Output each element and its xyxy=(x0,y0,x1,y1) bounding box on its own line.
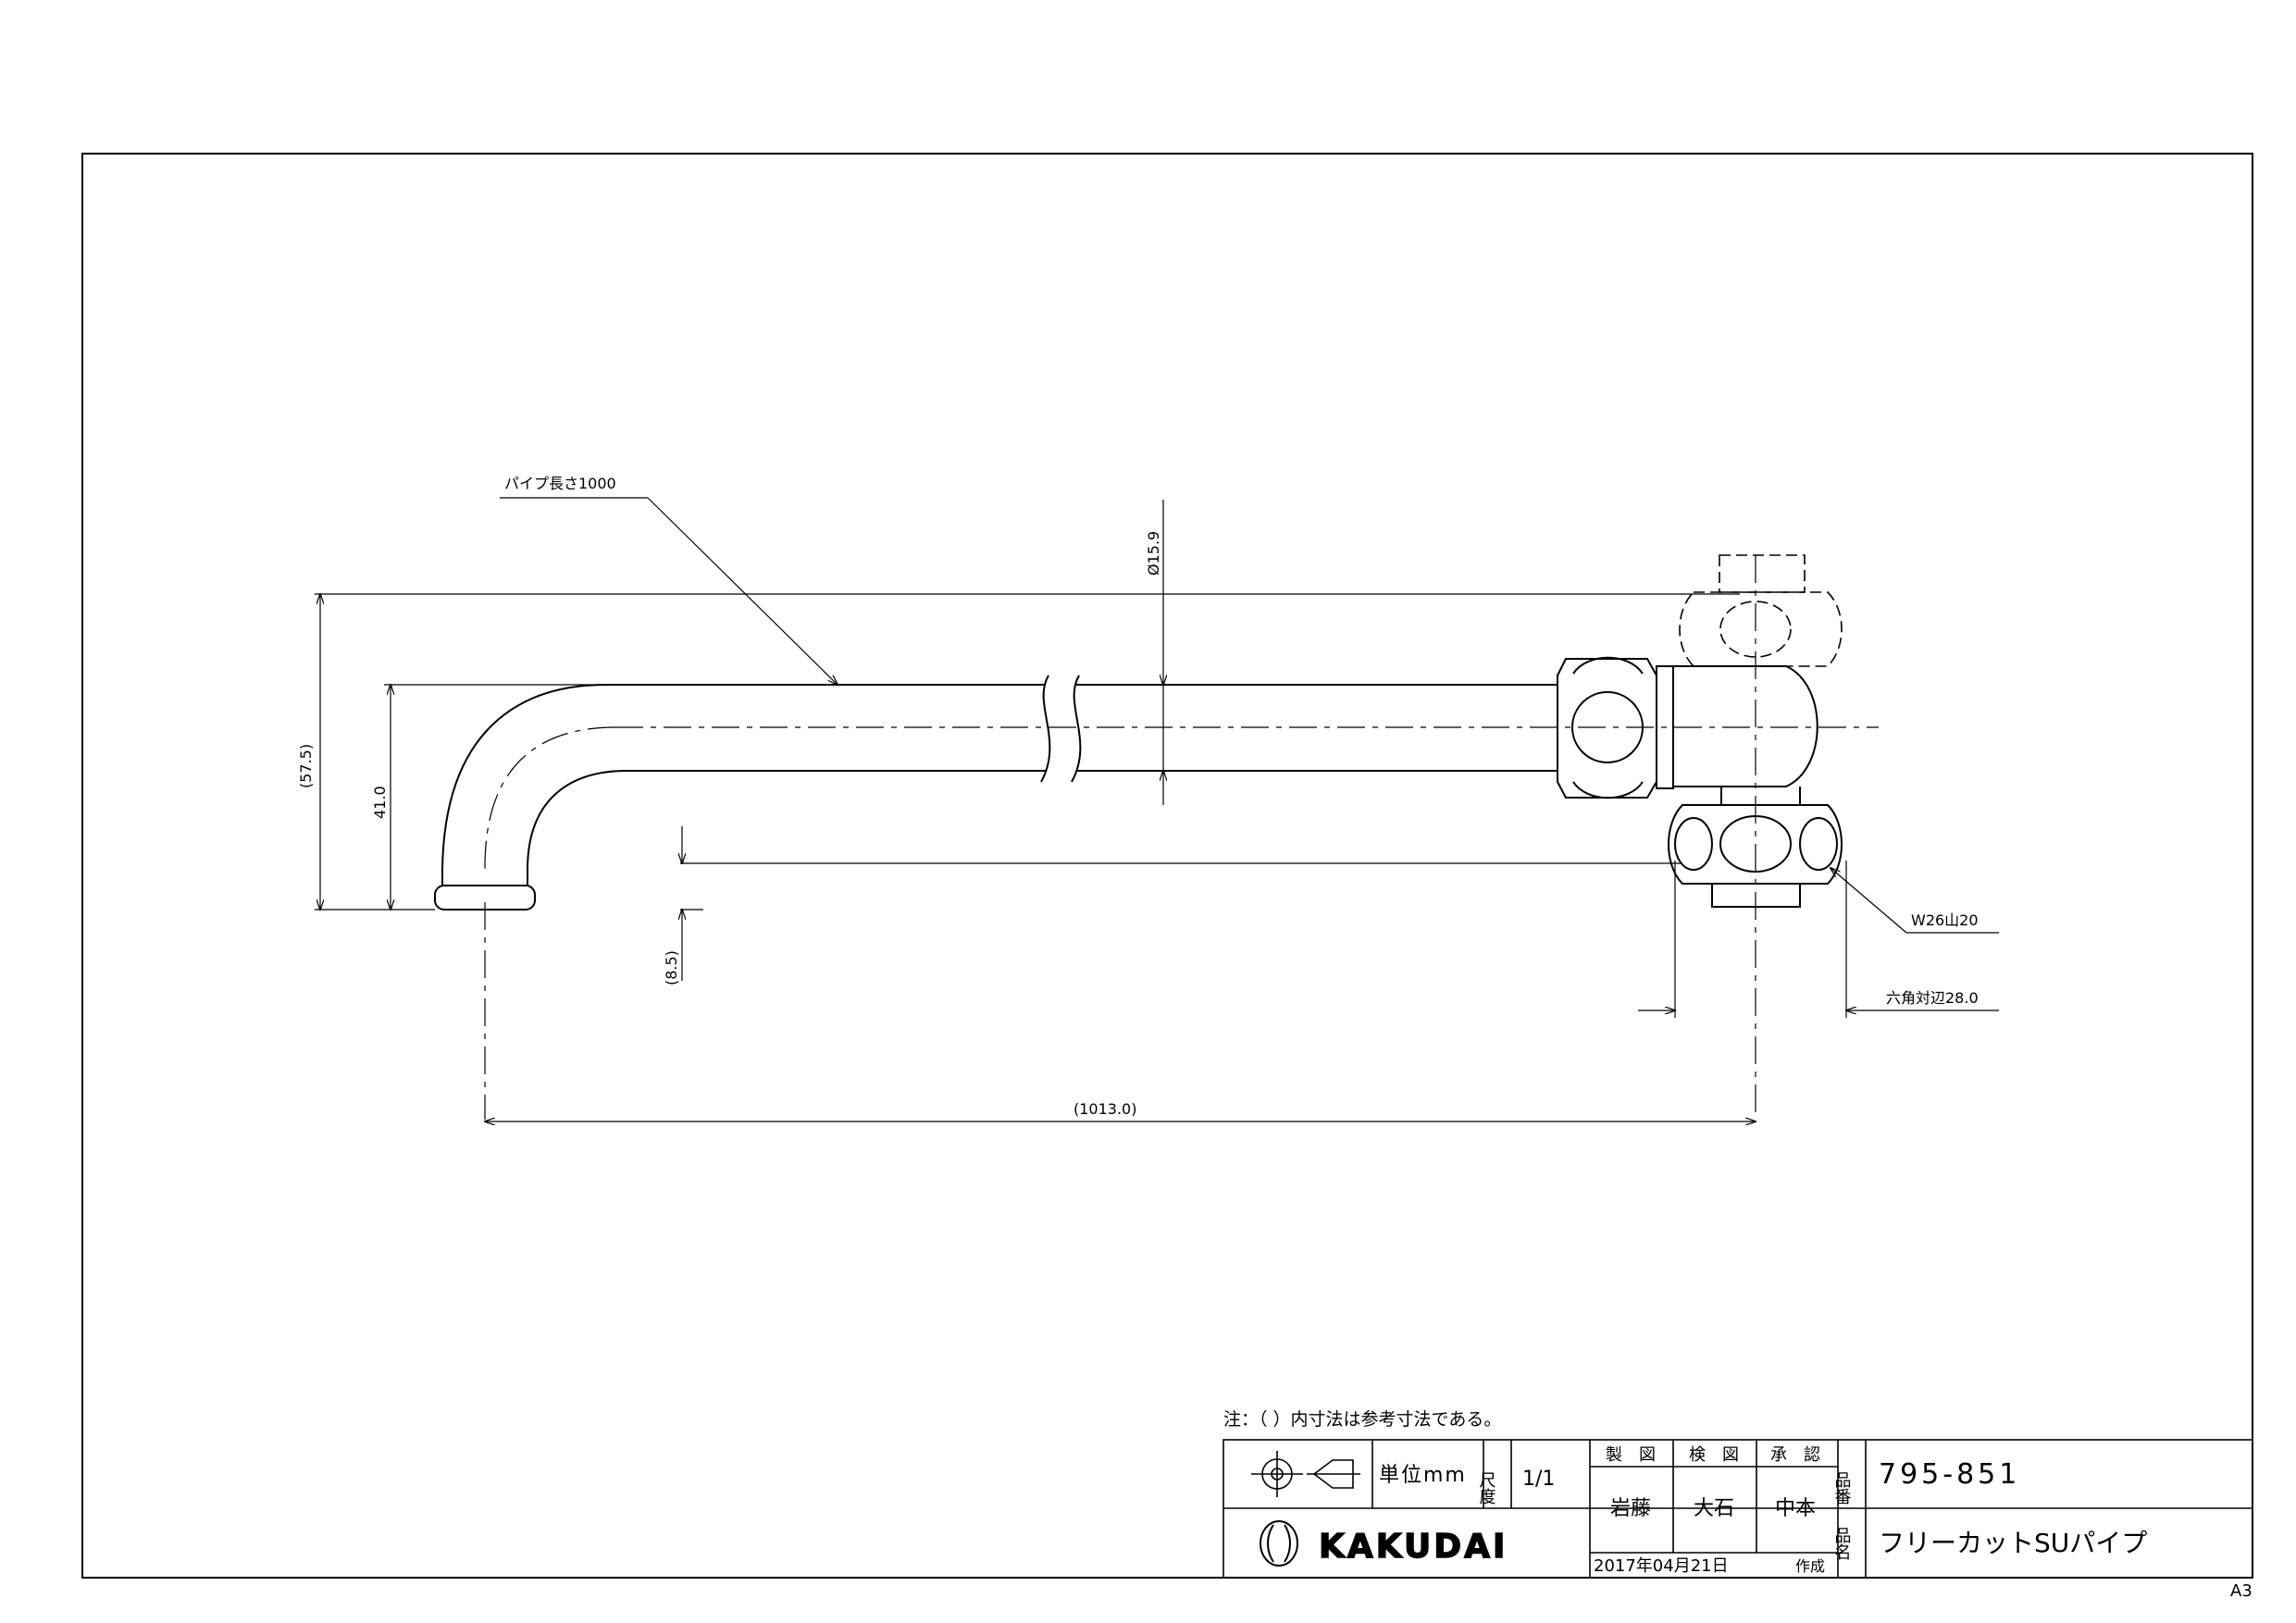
part-no-value: 795-851 xyxy=(1879,1458,2020,1491)
hex-label: 六角対辺28.0 xyxy=(1886,989,1979,1007)
approved-label: 承 認 xyxy=(1770,1445,1820,1465)
valve-neck xyxy=(1720,787,1801,805)
lower-nut-oval-left xyxy=(1674,817,1713,871)
part-name-label: 品名 xyxy=(1832,1527,1852,1560)
pipe-length-label: パイプ長さ1000 xyxy=(504,475,616,492)
thread-label: W26山20 xyxy=(1911,911,1979,929)
height-outer-label: (57.5) xyxy=(297,744,315,788)
elbow-outer xyxy=(441,684,607,871)
nut-lobe-top xyxy=(1572,656,1644,675)
offset-label: (8.5) xyxy=(663,950,680,985)
nut-circle-center xyxy=(1571,691,1644,763)
part-name-value: フリーカットSUパイプ xyxy=(1879,1528,2147,1558)
lower-nut-oval-right xyxy=(1799,817,1838,871)
pipe-drawing xyxy=(434,675,1558,911)
created-date: 2017年04月21日 xyxy=(1594,1556,1729,1576)
created-label: 作成 xyxy=(1795,1557,1825,1575)
dimension-lines xyxy=(315,497,1999,1121)
valve-body xyxy=(1672,665,1818,787)
title-block xyxy=(1222,1439,2253,1579)
checked-label: 検 図 xyxy=(1689,1445,1739,1465)
sheet-border xyxy=(81,153,2253,1579)
fitting-assembly xyxy=(1557,656,1843,908)
sheet-size: A3 xyxy=(2230,1581,2253,1601)
approver-name: 中本 xyxy=(1775,1497,1816,1520)
checker-name: 大石 xyxy=(1694,1497,1734,1520)
scale-value: 1/1 xyxy=(1522,1468,1555,1491)
scale-label: 尺度 xyxy=(1477,1471,1496,1505)
unit-label: 単位mm xyxy=(1379,1464,1467,1487)
drafter-name: 岩藤 xyxy=(1610,1497,1651,1520)
break-mark-left xyxy=(1040,675,1051,783)
hidden-handle xyxy=(1679,554,1843,667)
height-inner-label: 41.0 xyxy=(371,786,389,819)
elbow-inner xyxy=(527,770,627,871)
break-mark-right xyxy=(1071,675,1082,783)
drafted-label: 製 図 xyxy=(1606,1445,1656,1465)
total-length-label: (1013.0) xyxy=(1074,1100,1136,1118)
third-angle-projection-icon xyxy=(1251,1451,1360,1497)
lower-nut xyxy=(1668,804,1843,885)
kakudai-logo-icon xyxy=(1260,1520,1298,1567)
elbow-centerline xyxy=(484,726,616,871)
company-name: KAKUDAI xyxy=(1319,1528,1508,1566)
nut-lobe-bottom xyxy=(1572,781,1644,799)
part-no-label: 品番 xyxy=(1832,1471,1852,1505)
reference-dimension-note: 注：（ ）内寸法は参考寸法である。 xyxy=(1223,1409,1501,1430)
diameter-label: Ø15.9 xyxy=(1145,531,1162,576)
